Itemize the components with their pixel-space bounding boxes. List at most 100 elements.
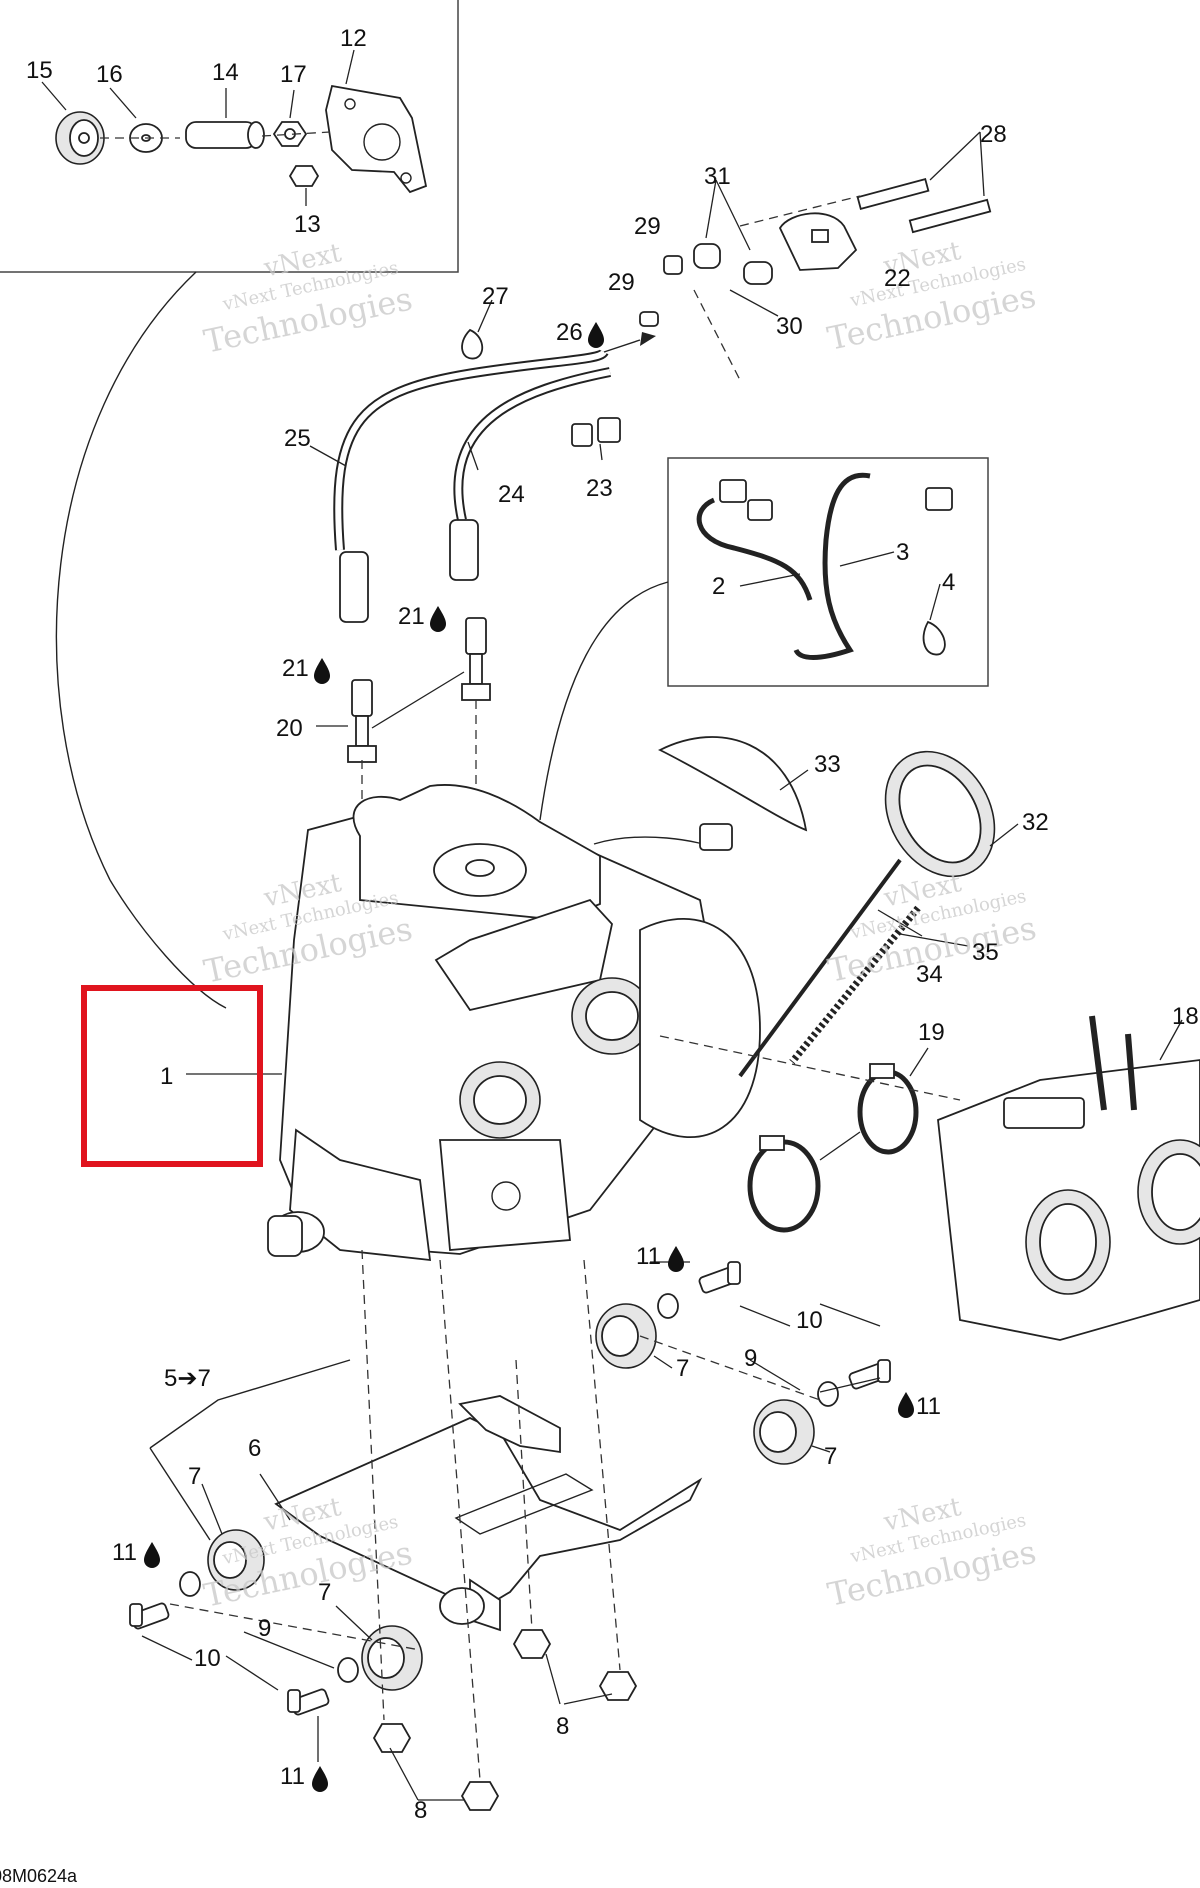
part-28-bolts <box>739 178 992 234</box>
part-1-engine <box>267 784 761 1262</box>
callout-9b: 9 <box>258 1615 271 1642</box>
callout-21a: 21 <box>282 655 330 684</box>
callout-12: 12 <box>340 25 367 52</box>
callout-11b: 11 <box>898 1392 941 1420</box>
callout-16: 16 <box>96 61 123 88</box>
callout-7a: 7 <box>676 1355 689 1382</box>
part-34-rod <box>738 858 902 1078</box>
callout-31: 31 <box>704 163 731 190</box>
part-9-washer-a <box>657 1293 679 1319</box>
watermark-1: vNext vNext Technologies Technologies <box>201 238 416 361</box>
part-27-clip <box>461 299 493 360</box>
callout-22: 22 <box>884 265 911 292</box>
oil-drop-icon <box>312 1766 328 1792</box>
callout-34: 34 <box>916 961 943 988</box>
callout-4: 4 <box>942 569 955 596</box>
svg-text:21: 21 <box>282 655 309 682</box>
part-32-ring <box>884 750 996 878</box>
figure-reference: 08M0624a <box>0 1866 78 1886</box>
inset-box-mount <box>0 0 459 273</box>
callout-8b: 8 <box>414 1797 427 1824</box>
callout-26: 26 <box>556 319 604 348</box>
part-19-clamps <box>747 1063 919 1233</box>
callout-7d: 7 <box>318 1579 331 1606</box>
part-33-shield <box>657 736 808 832</box>
part-10-bolt-b <box>848 1359 891 1390</box>
part-3-harness <box>793 472 871 660</box>
part-30-pin <box>693 289 741 381</box>
callout-7c: 7 <box>188 1463 201 1490</box>
callout-10b: 10 <box>194 1645 221 1672</box>
callout-29b: 29 <box>608 269 635 296</box>
callout-11a: 11 <box>636 1243 684 1272</box>
part-9-washer-b <box>817 1381 839 1407</box>
part-9-washer-c <box>179 1571 201 1597</box>
callout-30: 30 <box>776 313 803 340</box>
inset-box-harness <box>667 457 989 687</box>
part-6-frame <box>274 1395 703 1632</box>
callout-27: 27 <box>482 283 509 310</box>
callout-13: 13 <box>294 211 321 238</box>
part-9-washer-d <box>337 1657 359 1683</box>
svg-text:11: 11 <box>112 1539 137 1566</box>
callout-7b: 7 <box>824 1443 837 1470</box>
callout-35: 35 <box>972 939 999 966</box>
oil-drop-icon <box>588 322 604 348</box>
callout-11c: 11 <box>112 1539 160 1568</box>
part-15-cap <box>55 111 105 165</box>
part-13-bolt <box>288 165 320 187</box>
callout-1: 1 <box>160 1063 173 1090</box>
callout-8a: 8 <box>556 1713 569 1740</box>
callout-6: 6 <box>248 1435 261 1462</box>
part-24-boot <box>449 519 479 581</box>
part-10-bolt-c <box>129 1602 170 1630</box>
callout-14: 14 <box>212 59 239 86</box>
callout-5-7: 5➔7 <box>164 1365 211 1392</box>
svg-text:11: 11 <box>636 1243 661 1270</box>
part-14-spacer <box>185 121 265 149</box>
part-23-connector <box>571 417 621 447</box>
callout-15: 15 <box>26 57 53 84</box>
callout-23: 23 <box>586 475 613 502</box>
svg-text:11: 11 <box>280 1763 305 1790</box>
connector-curve-left <box>55 271 197 881</box>
callout-29a: 29 <box>634 213 661 240</box>
part-4-tie <box>922 620 946 656</box>
part-17-nut <box>272 121 308 147</box>
highlight-box <box>81 985 263 1167</box>
callout-9a: 9 <box>744 1345 757 1372</box>
callout-10a: 10 <box>796 1307 823 1334</box>
callout-2: 2 <box>712 573 725 600</box>
callout-24: 24 <box>498 481 525 508</box>
watermark-6: vNext vNext Technologies Technologies <box>824 1492 1039 1614</box>
callout-3: 3 <box>896 539 909 566</box>
part-7-isolator-a <box>595 1303 657 1369</box>
part-7-isolator-c <box>207 1529 265 1591</box>
callout-19: 19 <box>918 1019 945 1046</box>
oil-drop-icon <box>898 1392 914 1418</box>
callout-32: 32 <box>1022 809 1049 836</box>
svg-text:21: 21 <box>398 603 425 630</box>
part-31-bracket <box>778 212 858 271</box>
callout-25: 25 <box>284 425 311 452</box>
part-8-nuts <box>372 1629 638 1811</box>
oil-drop-icon <box>314 658 330 684</box>
part-10-bolt-a <box>698 1261 741 1294</box>
svg-text:26: 26 <box>556 319 583 346</box>
part-29-grommets <box>639 243 773 327</box>
part-7-isolator-d <box>361 1625 423 1691</box>
part-7-isolator-b <box>753 1399 815 1465</box>
part-18-carburetor <box>937 1015 1200 1341</box>
oil-drop-icon <box>668 1246 684 1272</box>
part-2-harness <box>696 497 813 601</box>
callout-28: 28 <box>980 121 1007 148</box>
callout-11d: 11 <box>280 1763 328 1792</box>
callout-18: 18 <box>1172 1003 1199 1030</box>
callout-33: 33 <box>814 751 841 778</box>
oil-drop-icon <box>430 606 446 632</box>
part-21-spark-plug <box>461 617 491 701</box>
callout-20: 20 <box>276 715 303 742</box>
oil-drop-icon <box>144 1542 160 1568</box>
callout-17: 17 <box>280 61 307 88</box>
